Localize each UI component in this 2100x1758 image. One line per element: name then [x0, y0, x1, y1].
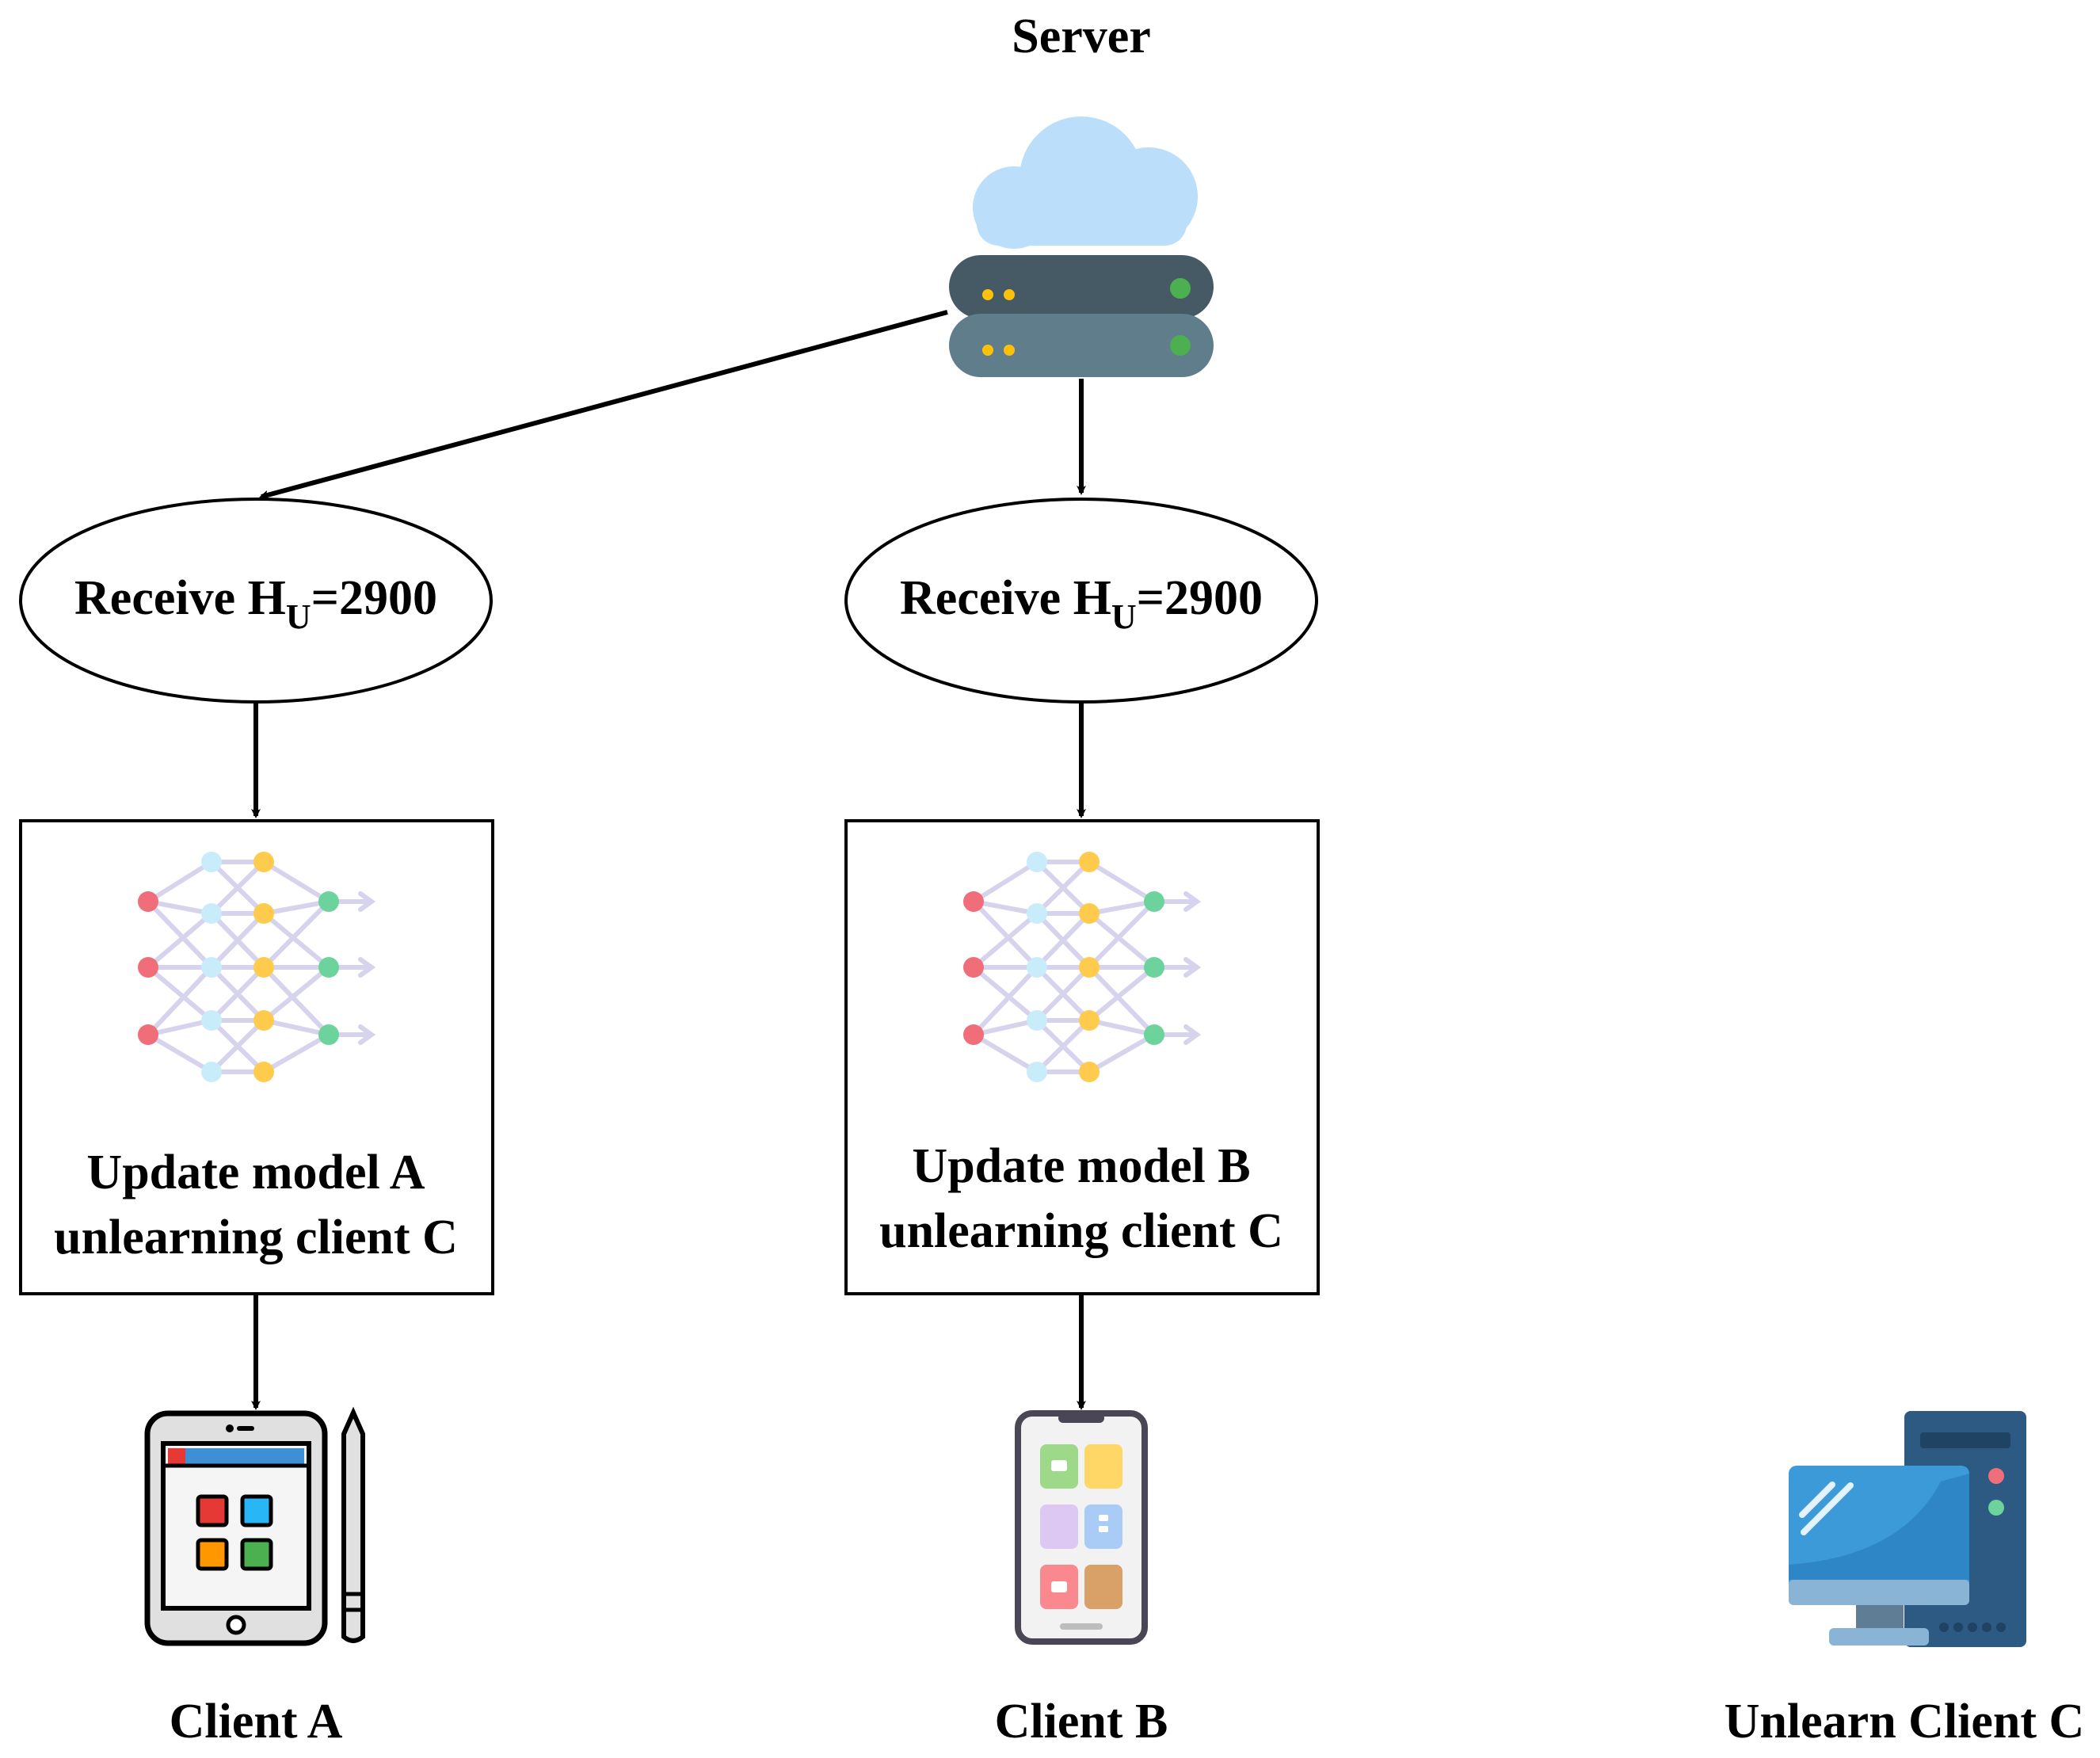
server-label: Server — [1012, 10, 1151, 63]
arrow-server-to-receive-a — [259, 310, 948, 500]
desktop-computer-icon — [1789, 1411, 2026, 1647]
smartphone-icon — [1015, 1410, 1148, 1645]
server-cloud-icon — [949, 116, 1214, 377]
tablet-icon — [144, 1410, 328, 1646]
receive-node-a-label: Receive HU=2900 — [74, 571, 437, 636]
stylus-icon — [341, 1406, 365, 1643]
update-box-b-line1: Update model B — [912, 1139, 1250, 1193]
update-box-a-line2: unlearning client C — [54, 1211, 458, 1264]
receive-node-a: Receive HU=2900 — [19, 498, 493, 704]
update-box-a: Update model A unlearning client C — [19, 819, 494, 1295]
receive-node-b-label: Receive HU=2900 — [900, 571, 1263, 636]
update-box-b-line2: unlearning client C — [879, 1204, 1283, 1258]
unlearn-client-c-label: Unlearn Client C — [1725, 1695, 2085, 1748]
update-box-a-line1: Update model A — [86, 1146, 425, 1199]
receive-node-b: Receive HU=2900 — [844, 498, 1318, 704]
update-box-b: Update model B unlearning client C — [844, 819, 1320, 1295]
client-a-label: Client A — [170, 1695, 343, 1748]
client-b-label: Client B — [995, 1695, 1168, 1748]
